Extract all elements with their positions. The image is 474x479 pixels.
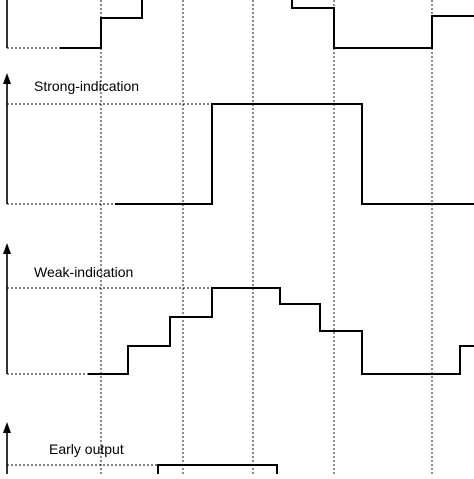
early-output-waveform [157,464,278,474]
strong-indication-label: Strong-indication [34,78,140,94]
top-panel [6,0,474,49]
time-guide-lines [100,0,433,474]
strong-y-axis-arrowhead [3,73,11,84]
weak-indication-label: Weak-indication [34,264,134,280]
weak-indication-panel [3,243,474,375]
strong-indication-waveform [115,103,474,205]
strong-indication-panel [3,73,474,205]
early-output-panel [3,422,278,474]
weak-indication-waveform [88,287,474,375]
weak-y-axis-arrowhead [3,243,11,254]
top-panel-waveform-2 [291,0,474,49]
early-output-label: Early output [49,441,124,457]
top-panel-waveform [60,0,143,49]
early-y-axis-arrowhead [3,422,11,433]
